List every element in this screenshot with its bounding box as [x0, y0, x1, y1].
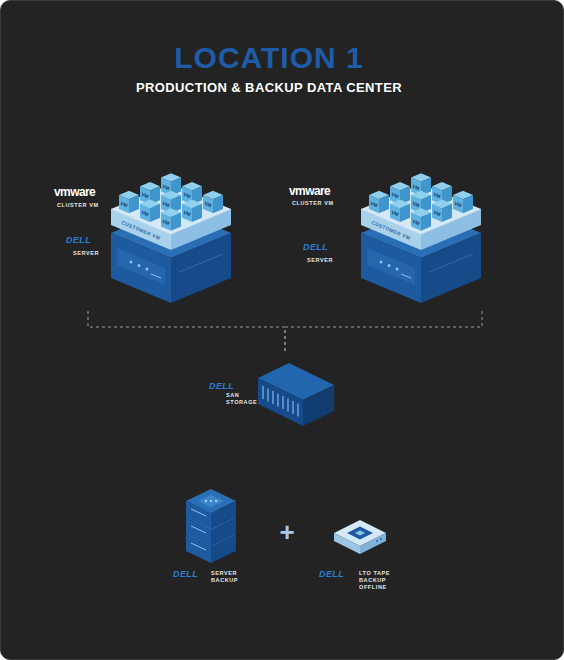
illustration [361, 184, 481, 303]
vm-cube-face [182, 204, 192, 222]
subtitle: PRODUCTION & BACKUP DATA CENTER [1, 80, 537, 96]
component-label: LTO TAPE BACKUP OFFLINE [359, 570, 405, 591]
vm-cube-face [171, 213, 181, 231]
component-label: SERVER BACKUP [211, 570, 243, 584]
vm-cube-face [129, 195, 139, 213]
vendor-logo: DELL [319, 569, 344, 579]
tape-drive [347, 527, 373, 540]
component-label: SAN STORAGE [226, 392, 260, 406]
vm-cube-face [161, 213, 171, 231]
vm-cube-face [369, 195, 379, 213]
plus-sign: + [279, 519, 294, 545]
vm-cube-face [119, 195, 129, 213]
vm-cubes [119, 173, 473, 230]
backup-server-stack [186, 489, 236, 529]
vm-cube-face [192, 204, 202, 222]
vm-cube-face [400, 204, 410, 222]
san-storage-box [277, 394, 278, 407]
component-label: CLUSTER VM [57, 202, 99, 209]
tape-drive [380, 538, 382, 540]
vm-cube-face [140, 204, 150, 222]
backup-server-stack [215, 500, 217, 502]
equipment-group: DELLSAN STORAGE [206, 351, 338, 431]
vm-cube-face [390, 204, 400, 222]
san-storage-box [258, 363, 334, 426]
vm-cube-face [150, 204, 160, 222]
equipment-group: DELL SERVER BACKUP [169, 486, 245, 591]
vendor-logo: vmware [289, 185, 330, 198]
san-storage-box [292, 401, 293, 414]
component-label: SERVER [73, 250, 99, 257]
vm-cube-face [421, 213, 431, 231]
san-storage-box [287, 399, 288, 412]
backup-server-stack [186, 489, 236, 563]
backup-server-stack [205, 500, 207, 502]
san-storage-box [272, 391, 273, 404]
san-storage-box [262, 386, 263, 399]
equipment-group: DELL LTO TAPE BACKUP OFFLINE [315, 511, 407, 606]
vm-cube-face [213, 195, 223, 213]
san-storage-box [263, 386, 298, 417]
vm-cube-face [432, 204, 442, 222]
network-link [285, 311, 482, 351]
san-storage-box [258, 378, 303, 426]
vm-cube-face [442, 204, 452, 222]
vm-cube-face [453, 195, 463, 213]
vendor-logo: DELL [66, 235, 91, 245]
vm-cube-face [463, 195, 473, 213]
vendor-logo: DELL [303, 242, 328, 252]
component-label: CLUSTER VM [292, 200, 334, 207]
vm-cube-face [379, 195, 389, 213]
title: LOCATION 1 [1, 41, 537, 75]
component-label: SERVER [307, 257, 333, 264]
vm-cube-face [411, 213, 421, 231]
tape-drive [334, 520, 386, 554]
san-storage-box [297, 404, 298, 417]
vm-cube-face [203, 195, 213, 213]
vendor-logo: DELL [173, 569, 198, 579]
illustration [111, 184, 231, 303]
vendor-logo: DELL [209, 381, 234, 391]
san-storage-box [267, 389, 268, 402]
san-storage-box [303, 385, 334, 426]
san-storage-box [282, 396, 283, 409]
tape-drive [355, 531, 365, 536]
network-link [88, 311, 285, 351]
vendor-logo: vmware [54, 186, 95, 199]
backup-server-stack [198, 495, 224, 507]
backup-server-stack [210, 500, 212, 502]
tape-drive [376, 540, 378, 542]
